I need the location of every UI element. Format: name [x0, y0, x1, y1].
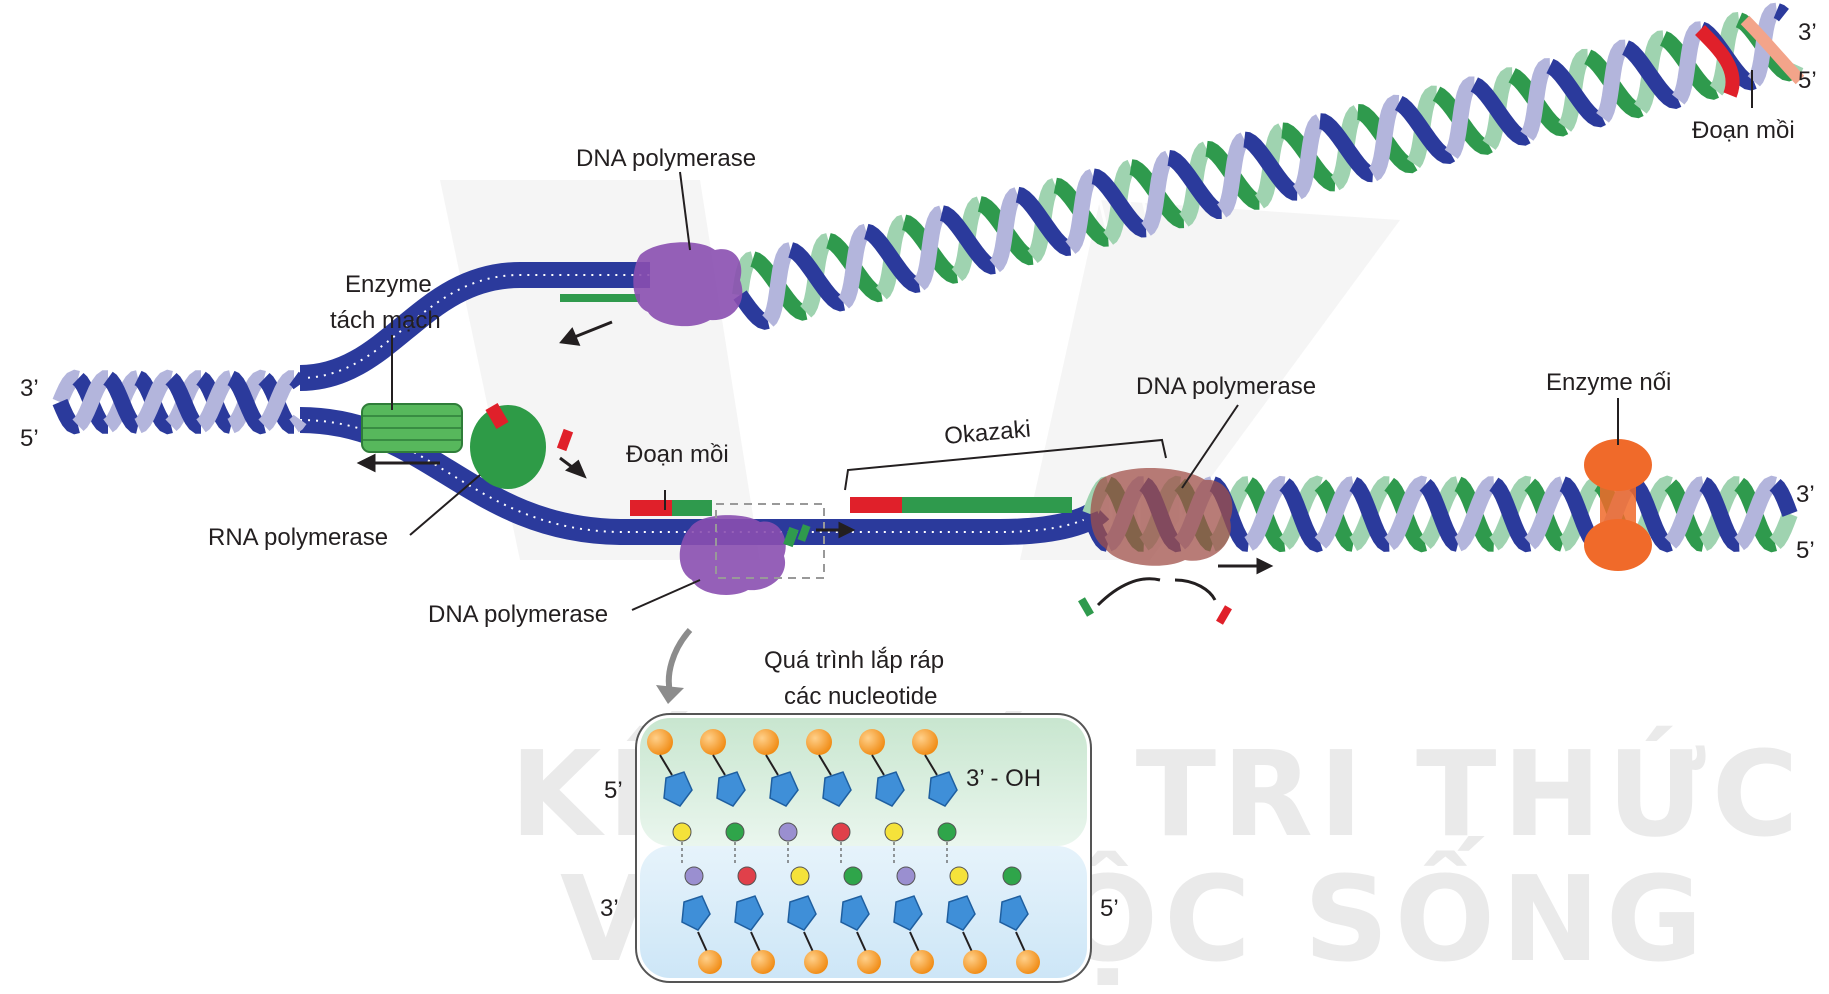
labels: DNA polymerase Enzyme tách mạch RNA poly… — [208, 117, 1795, 792]
label-dna-polymerase-top: DNA polymerase — [576, 145, 756, 172]
end-bottom-right-top: 3’ — [1796, 481, 1815, 508]
nucleotide-assembly-inset — [635, 713, 1092, 983]
label-enzyme-noi: Enzyme nối — [1546, 369, 1671, 396]
dna-polymerase-top — [633, 242, 743, 327]
direction-arrows — [356, 320, 1274, 607]
end-left-top: 3’ — [20, 375, 39, 402]
okazaki-primer — [850, 497, 902, 513]
label-enzyme-tach-mach-1: Enzyme — [345, 271, 432, 298]
dna-polymerase-bottom-left — [679, 503, 825, 595]
end-top-right-bottom: 5’ — [1798, 67, 1817, 94]
end-bottom-right-bottom: 5’ — [1796, 537, 1815, 564]
okazaki-fragment — [902, 497, 1072, 513]
label-qua-trinh-1: Quá trình lắp ráp — [764, 647, 944, 674]
end-top-right-top: 3’ — [1798, 19, 1817, 46]
dna-ligase — [1584, 439, 1652, 571]
label-dna-polymerase-bottom-right: DNA polymerase — [1136, 373, 1316, 400]
end-left-bottom: 5’ — [20, 425, 39, 452]
primer-top-right — [1695, 15, 1805, 108]
rna-polymerase — [470, 402, 574, 489]
label-enzyme-tach-mach-2: tách mạch — [330, 307, 441, 334]
label-rna-polymerase: RNA polymerase — [208, 524, 388, 551]
label-three-oh: 3’ - OH — [966, 765, 1041, 792]
okazaki-brace — [844, 438, 1167, 491]
leading-strand-arm — [299, 262, 650, 391]
end-inset-right-bottom: 5’ — [1100, 895, 1119, 922]
label-dna-polymerase-bottom-left: DNA polymerase — [428, 601, 608, 628]
zoom-arrow — [656, 627, 693, 704]
label-okazaki: Okazaki — [943, 416, 1032, 450]
label-doan-moi-lower: Đoạn mồi — [626, 441, 729, 468]
label-qua-trinh-2: các nucleotide — [784, 683, 937, 710]
end-inset-left-top: 5’ — [604, 777, 623, 804]
strand-end-labels: 3’ 5’ 3’ 5’ 3’ 5’ 5’ 3’ 5’ — [20, 19, 1817, 922]
leader-lines — [391, 171, 1619, 611]
end-inset-left-bottom: 3’ — [600, 895, 619, 922]
primer-segment — [630, 500, 672, 516]
parental-helix-left — [52, 369, 307, 435]
label-doan-moi-top: Đoạn mồi — [1692, 117, 1795, 144]
helicase — [361, 403, 463, 453]
dna-polymerase-removing-primer — [1078, 467, 1233, 625]
